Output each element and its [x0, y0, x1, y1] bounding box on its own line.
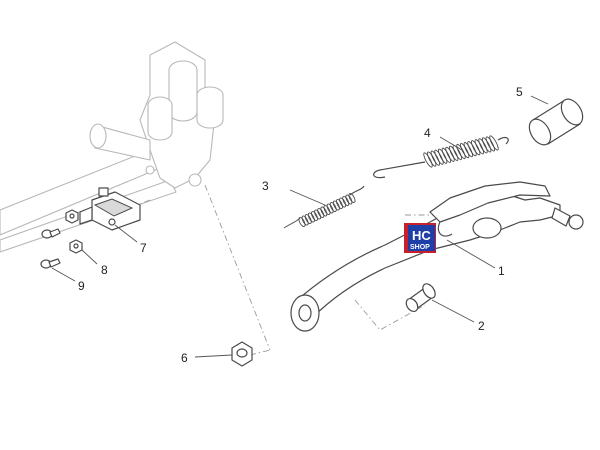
spring-coil	[304, 214, 312, 224]
assembly-lines	[124, 184, 440, 356]
spring-coil	[467, 141, 477, 157]
pin-2	[405, 283, 436, 313]
spring-coil	[430, 150, 441, 166]
spring-coil	[489, 135, 499, 151]
callout-2: 2	[478, 319, 485, 333]
spring-3	[283, 185, 365, 229]
spring-coil	[478, 138, 488, 154]
spring-coil	[423, 152, 433, 168]
spring-coil	[481, 137, 492, 153]
callout-1: 1	[498, 264, 505, 278]
leader-lines	[51, 95, 549, 358]
spring-4	[373, 135, 509, 179]
hardware-small	[40, 209, 83, 269]
spring-coil	[345, 194, 353, 205]
spring-coil	[317, 208, 325, 218]
spring-coil	[448, 145, 459, 161]
callout-5: 5	[516, 85, 523, 99]
spring-coil	[336, 199, 343, 209]
callout-4: 4	[424, 126, 431, 140]
callout-9: 9	[78, 279, 85, 293]
sleeve-5	[528, 98, 584, 146]
spring-coil	[441, 147, 452, 163]
spring-coil	[348, 193, 356, 203]
spring-coil	[437, 148, 448, 164]
spring-coil	[470, 140, 481, 156]
callout-labels: 1 2 3 4 5 6 7 8 9	[78, 85, 523, 365]
spring-coil	[426, 151, 437, 167]
spring-coil	[342, 196, 350, 206]
nut-6	[231, 341, 253, 367]
spring-coil	[329, 202, 337, 212]
spring-coil	[456, 143, 466, 160]
spring-coil	[463, 142, 474, 158]
spring-coil	[314, 209, 322, 220]
logo-hc-text: HC	[412, 228, 431, 243]
logo-shop-text: SHOP	[410, 244, 430, 251]
spring-coil	[320, 206, 328, 217]
spring-coil	[332, 200, 340, 211]
spring-coil	[445, 146, 455, 162]
spring-coil	[326, 203, 334, 214]
side-stand-sensor	[79, 187, 141, 231]
hc-shop-logo: HC SHOP	[404, 223, 436, 253]
callout-3: 3	[262, 179, 269, 193]
callout-8: 8	[101, 263, 108, 277]
spring-coil	[459, 142, 470, 159]
side-stand-1	[290, 181, 584, 332]
spring-coil	[339, 197, 347, 208]
spring-coil	[434, 149, 444, 165]
spring-coil	[301, 215, 309, 226]
spring-coil	[307, 212, 315, 223]
spring-coil	[323, 205, 331, 215]
spring-coil	[485, 136, 496, 152]
spring-coil	[474, 139, 485, 155]
spring-coil	[311, 211, 318, 221]
callout-7: 7	[140, 241, 147, 255]
callout-6: 6	[181, 351, 188, 365]
spring-coil	[298, 217, 306, 227]
